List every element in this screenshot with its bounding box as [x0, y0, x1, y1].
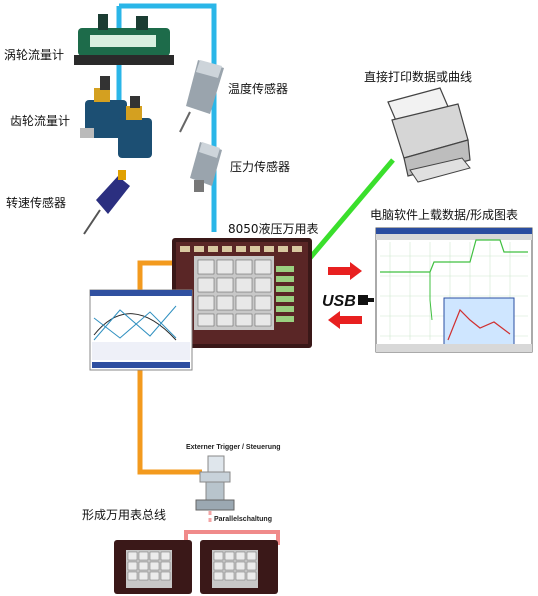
pink-parallel-line: [184, 530, 280, 545]
bus-multimeter-2-image: [200, 540, 278, 594]
external-trigger-device-image: [195, 455, 235, 511]
gear-flowmeter-label: 齿轮流量计: [10, 114, 71, 128]
multimeter-label: 8050液压万用表: [228, 222, 319, 236]
pc-software-label: 电脑软件上载数据/形成图表: [370, 208, 519, 222]
multimeter-curve-screenshot: [89, 289, 193, 371]
red-arrow-right-icon: [328, 262, 362, 280]
multimeter-8050-image: [172, 238, 312, 348]
pc-software-screenshot: [375, 227, 533, 353]
red-arrow-left-icon: [328, 311, 362, 329]
speed-sensor-image: [83, 170, 130, 235]
usb-logo-icon: USB: [322, 293, 374, 310]
temperature-sensor-image: [179, 60, 224, 133]
turbine-flowmeter-label: 涡轮流量计: [4, 48, 65, 62]
bus-multimeter-1-image: [114, 540, 192, 594]
green-connection-line: [308, 158, 395, 260]
printer-image: [387, 87, 471, 183]
temperature-sensor-label: 温度传感器: [228, 82, 289, 96]
printer-label: 直接打印数据或曲线: [364, 70, 473, 84]
parallel-label: Parallelschaltung: [214, 516, 272, 523]
external-trigger-label: Externer Trigger / Steuerung: [186, 444, 281, 451]
speed-sensor-label: 转速传感器: [6, 196, 67, 210]
pressure-sensor-image: [190, 142, 222, 192]
turbine-flowmeter-image: [74, 14, 174, 65]
gear-flowmeter-image: [80, 76, 152, 158]
svg-text:USB: USB: [322, 293, 356, 310]
bus-label: 形成万用表总线: [82, 508, 167, 522]
pressure-sensor-label: 压力传感器: [230, 160, 291, 174]
